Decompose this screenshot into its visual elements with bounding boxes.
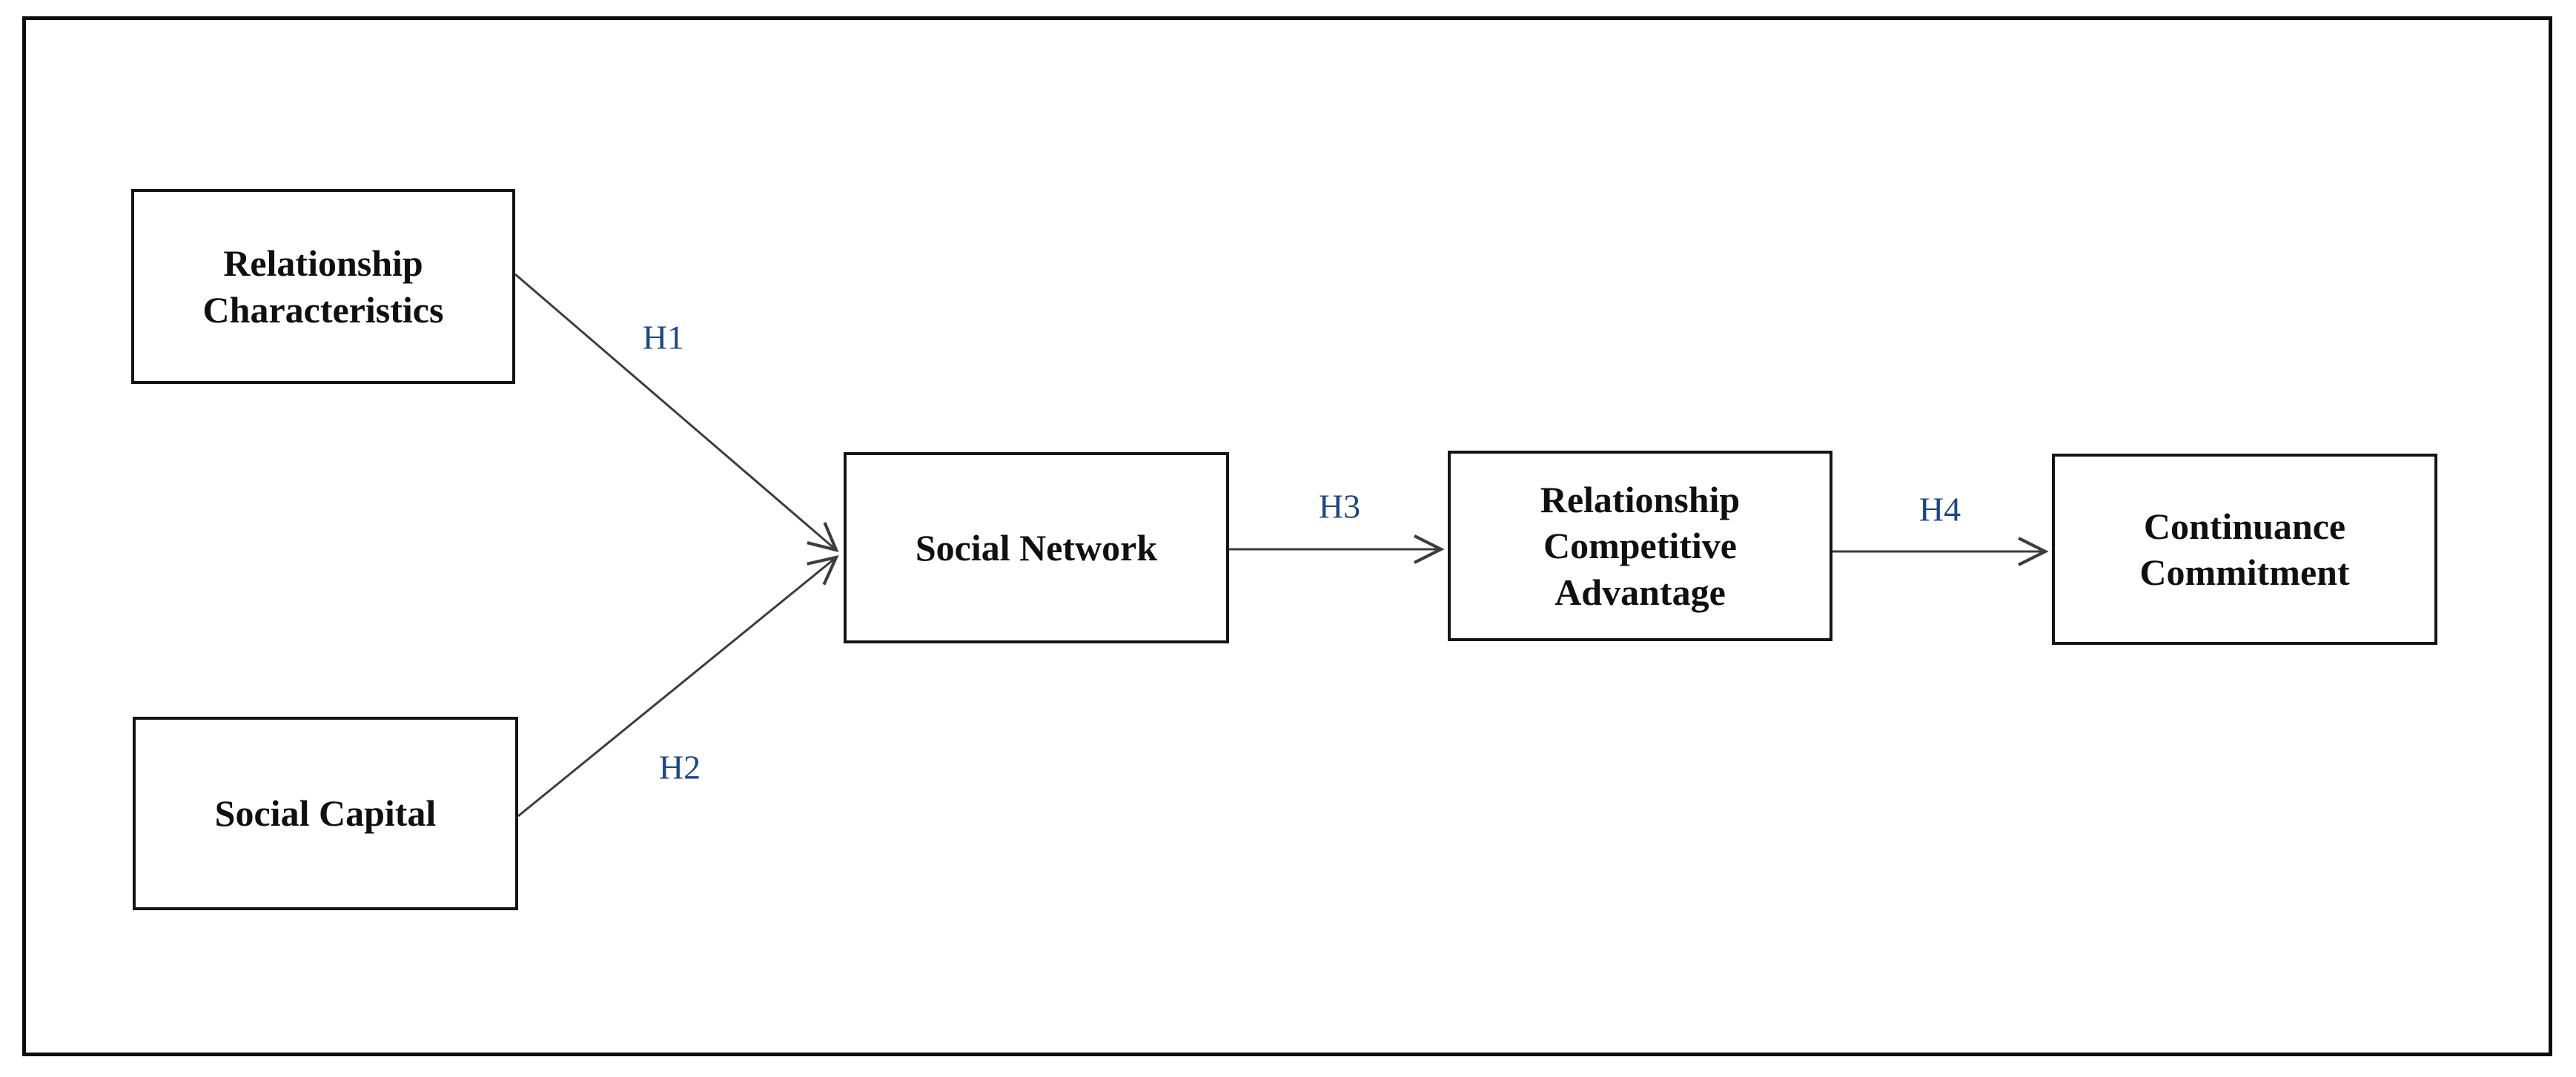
node-social-network: Social Network (844, 452, 1229, 643)
node-label: Relationship Competitive Advantage (1540, 478, 1741, 613)
node-label: Relationship Characteristics (202, 242, 444, 331)
hypothesis-label-h2: H2 (658, 748, 701, 786)
node-relationship-competitive-advantage: Relationship Competitive Advantage (1448, 451, 1832, 641)
node-social-capital: Social Capital (133, 717, 518, 910)
hypothesis-label-h4: H4 (1918, 490, 1961, 528)
node-continuance-commitment: Continuance Commitment (2052, 454, 2437, 645)
node-label: Social Network (915, 526, 1158, 569)
figure-frame (22, 16, 2552, 1056)
node-label: Social Capital (214, 792, 437, 835)
hypothesis-label-h1: H1 (642, 318, 685, 357)
node-relationship-characteristics: Relationship Characteristics (131, 189, 515, 384)
node-label: Continuance Commitment (2139, 505, 2350, 594)
hypothesis-label-h3: H3 (1318, 487, 1361, 526)
